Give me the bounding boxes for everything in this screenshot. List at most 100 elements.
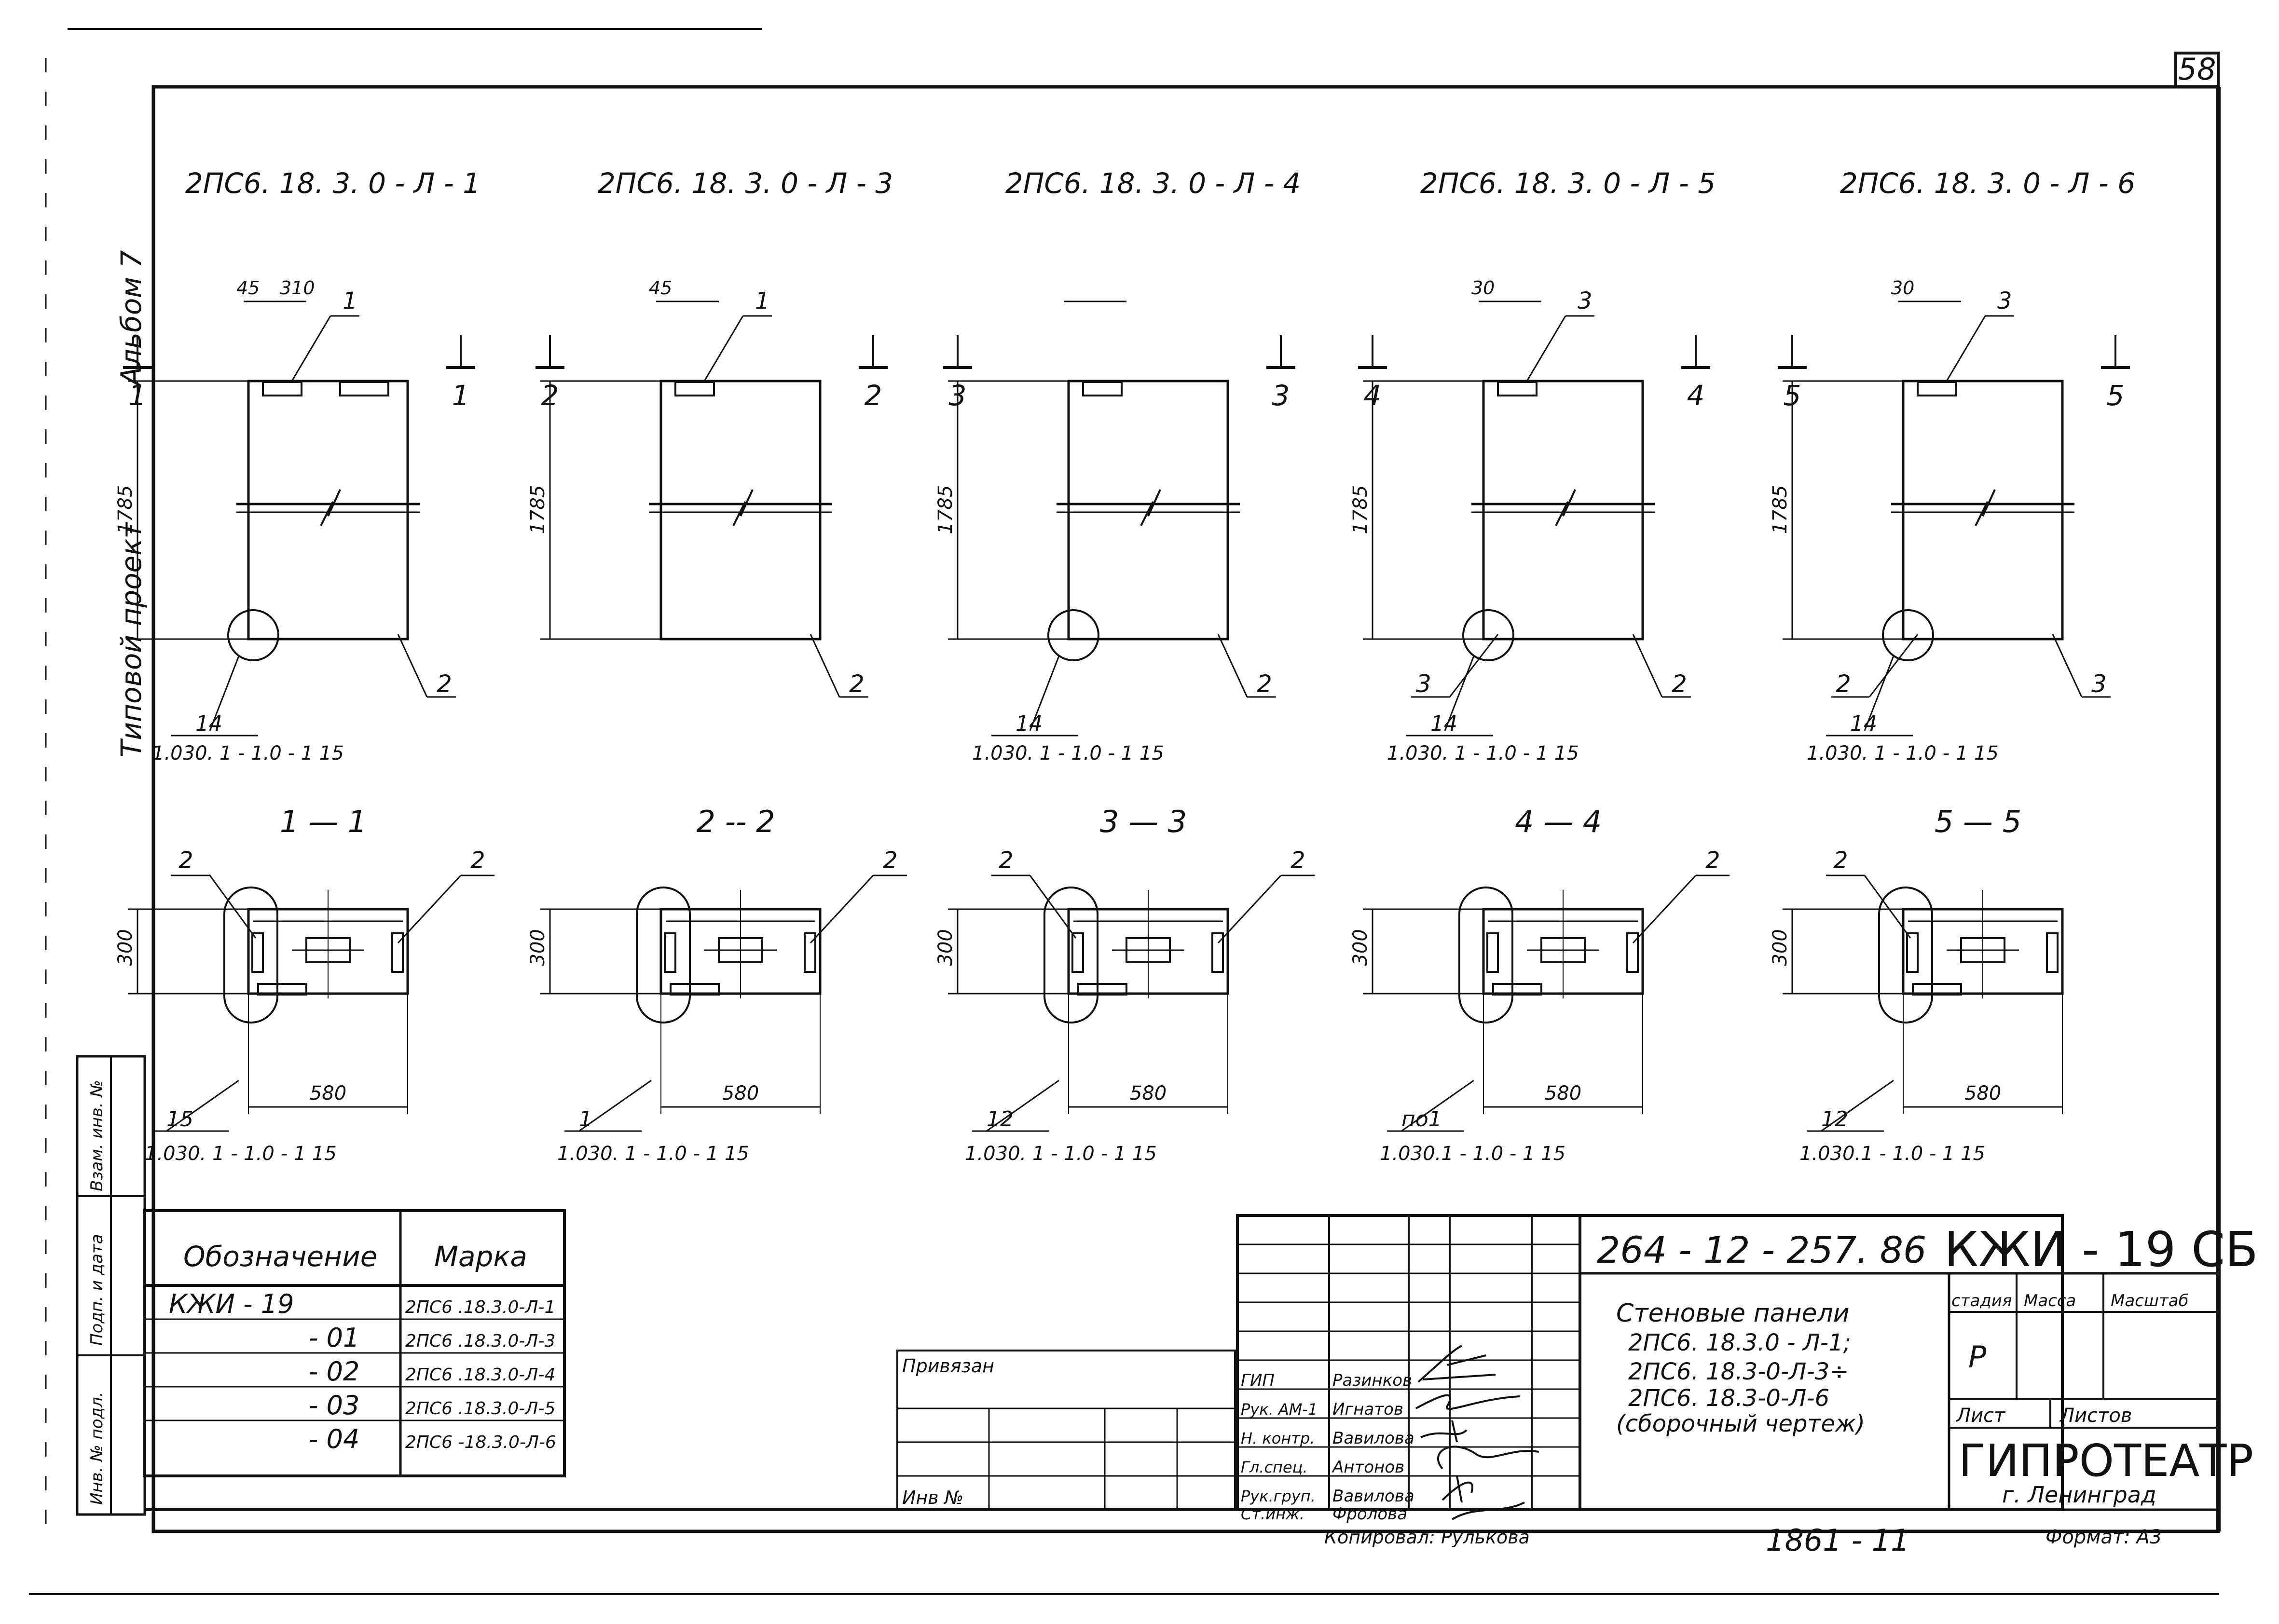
detail-oval xyxy=(1458,887,1513,1024)
page-number-box xyxy=(2174,52,2220,88)
callout-number: 2 xyxy=(1672,670,1687,698)
panel-mark: 2ПС6. 18. 3. 0 - Л - 1 xyxy=(185,167,481,200)
leader-line xyxy=(1632,874,1697,944)
panel-height-dimension: 1785 xyxy=(1769,485,1791,534)
leader-line xyxy=(1217,874,1282,944)
section-width-dimension: 580 xyxy=(1130,1082,1167,1105)
detail-oval xyxy=(636,887,691,1024)
detail-oval xyxy=(1043,887,1098,1024)
sheets-label: Листов xyxy=(2059,1405,2132,1427)
embedded-plate xyxy=(339,381,389,396)
leader-line xyxy=(2052,634,2083,697)
callout-number: 2 xyxy=(178,847,193,874)
top-dimension: 45 xyxy=(649,277,672,299)
callout-number: 1 xyxy=(755,287,770,314)
detail-circle xyxy=(1047,609,1099,661)
detail-reference: 1.030.1 - 1.0 - 1 15 xyxy=(1799,1143,1985,1165)
detail-oval xyxy=(223,887,278,1024)
leader-line xyxy=(810,634,840,697)
doc-code: КЖИ - 19 СБ xyxy=(1944,1221,2258,1278)
top-dimension: 30 xyxy=(1891,277,1914,299)
callout-number: 2 xyxy=(849,670,865,698)
leader-line xyxy=(986,1079,1059,1132)
detail-number: 12 xyxy=(987,1107,1014,1132)
spec-header-designation: Обозначение xyxy=(183,1240,377,1273)
break-symbol xyxy=(1975,489,1996,526)
name-gip: Разинков xyxy=(1332,1371,1412,1390)
leader-line xyxy=(1946,315,1986,382)
detail-circle xyxy=(1882,609,1934,661)
leader-line xyxy=(397,634,428,697)
leader-line xyxy=(1449,634,1499,697)
section-cut-number: 5 xyxy=(2107,379,2125,412)
signature-gip xyxy=(1417,1345,1496,1383)
side-plate xyxy=(804,932,816,973)
page-number: 58 xyxy=(2178,52,2216,87)
section-title: 3 — 3 xyxy=(1100,804,1187,839)
detail-reference: 1.030. 1 - 1.0 - 1 15 xyxy=(152,742,344,764)
panel-mark: 2ПС6. 18. 3. 0 - Л - 4 xyxy=(1005,167,1301,200)
section-title: 2 -- 2 xyxy=(696,804,775,839)
callout-number: 2 xyxy=(1833,847,1848,874)
section-width-dimension: 580 xyxy=(310,1082,346,1105)
callout-number: 2 xyxy=(999,847,1014,874)
spec-row-mark: 2ПС6 .18.3.0-Л-4 xyxy=(405,1365,555,1385)
callout-number: 3 xyxy=(1416,670,1431,698)
leader-line xyxy=(578,1079,652,1132)
embedded-plate xyxy=(1082,381,1123,396)
side-plate xyxy=(1626,932,1639,973)
detail-number: по1 xyxy=(1401,1107,1442,1132)
panel-height-dimension: 1785 xyxy=(527,485,549,534)
panel-outline xyxy=(1067,380,1229,641)
detail-number: 14 xyxy=(1430,711,1457,736)
title-line-1: Стеновые панели xyxy=(1616,1299,1850,1328)
name-group-head: Вавилова xyxy=(1332,1487,1414,1506)
project-code: 264 - 12 - 257. 86 xyxy=(1597,1228,1926,1271)
section-title: 4 — 4 xyxy=(1515,804,1602,839)
section-title: 1 — 1 xyxy=(280,804,367,839)
leader-line xyxy=(1821,1079,1894,1132)
section-cut-number: 3 xyxy=(1272,379,1290,412)
detail-number: 12 xyxy=(1821,1107,1848,1132)
leader-line xyxy=(703,315,744,382)
inv-label-replace: Взам. инв. № xyxy=(87,1080,107,1191)
role-norm-control: Н. контр. xyxy=(1241,1429,1315,1447)
callout-number: 2 xyxy=(1257,670,1272,698)
panel-outline xyxy=(1902,380,2064,641)
side-plate xyxy=(1211,932,1224,973)
panel-outline xyxy=(247,380,409,641)
callout-number: 2 xyxy=(437,670,452,698)
spec-row-mark: 2ПС6 .18.3.0-Л-5 xyxy=(405,1399,555,1419)
title-line-3: 2ПС6. 18.3-0-Л-3÷ xyxy=(1628,1358,1849,1385)
break-symbol xyxy=(1555,489,1576,526)
leader-line xyxy=(1217,634,1248,697)
bottom-plate xyxy=(1912,983,1962,996)
section-cut-number: 3 xyxy=(949,379,967,412)
embedded-plate xyxy=(674,381,715,396)
spec-row-designation: - 04 xyxy=(309,1424,359,1454)
detail-oval xyxy=(1878,887,1933,1024)
detail-number: 15 xyxy=(166,1107,193,1132)
title-line-4: 2ПС6. 18.3-0-Л-6 xyxy=(1628,1385,1829,1412)
break-symbol xyxy=(1140,489,1161,526)
spec-row-designation: - 01 xyxy=(309,1323,359,1353)
role-senior-eng: Ст.инж. xyxy=(1241,1505,1304,1523)
section-cut-number: 4 xyxy=(1687,379,1705,412)
panel-mark: 2ПС6. 18. 3. 0 - Л - 5 xyxy=(1420,167,1716,200)
embedded-plate xyxy=(1497,381,1538,396)
detail-reference: 1.030. 1 - 1.0 - 1 15 xyxy=(1807,742,1999,764)
section-height-dimension: 300 xyxy=(114,929,137,966)
stage-label: стадия xyxy=(1951,1291,2012,1310)
leader-line xyxy=(1029,875,1077,939)
spec-row-mark: 2ПС6 .18.3.0-Л-3 xyxy=(405,1331,555,1351)
callout-number: 2 xyxy=(1705,847,1720,874)
leader-line xyxy=(397,874,462,944)
section-width-dimension: 580 xyxy=(1545,1082,1581,1105)
